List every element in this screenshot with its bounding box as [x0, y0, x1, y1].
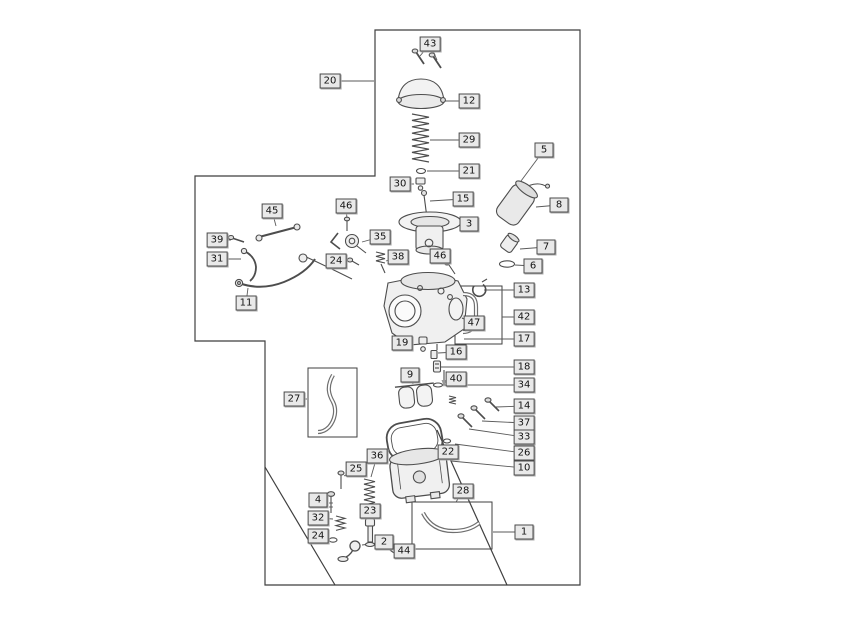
- leader-line-10: [450, 460, 525, 469]
- leader-line-14: [495, 405, 525, 408]
- leader-line-16: [437, 351, 457, 354]
- leader-line-43: [419, 43, 431, 57]
- part-mount-screw-46a: [343, 216, 351, 231]
- part-jet-23: [364, 518, 376, 548]
- leader-line-8: [535, 204, 560, 208]
- part-hose-42: [462, 291, 479, 335]
- leader-line-37: [481, 420, 525, 424]
- part-drain-fitting-2: [337, 540, 361, 562]
- leader-line-15: [429, 198, 464, 202]
- leader-line-32: [317, 517, 334, 520]
- hose-box-27: [307, 367, 358, 438]
- part-jet-16: [430, 349, 438, 360]
- part-screw-44: [381, 544, 398, 556]
- part-hose-27: [317, 373, 338, 435]
- leader-line-7: [519, 246, 547, 250]
- part-float-needle-40: [441, 370, 447, 387]
- part-spring-36: [363, 478, 376, 506]
- leader-line-35: [361, 236, 381, 243]
- frame-outline: [194, 29, 581, 586]
- parts-artwork: [227, 48, 551, 562]
- leader-line-24: [317, 535, 331, 540]
- leader-line-36: [370, 455, 378, 478]
- part-auto-choke: [495, 180, 551, 226]
- leader-line-40: [445, 378, 457, 381]
- leader-line-11: [245, 287, 249, 304]
- part-mount-screw-46b: [443, 260, 456, 275]
- hose-box-28: [411, 501, 493, 550]
- part-washer-34: [432, 382, 444, 388]
- leader-line-6: [514, 264, 534, 267]
- leader-line-38: [385, 256, 399, 262]
- part-screw-25: [337, 470, 345, 489]
- part-needle-clip: [415, 167, 427, 175]
- part-drain-screw-4: [326, 491, 336, 513]
- part-washer-24b: [328, 537, 338, 543]
- leader-line-9: [409, 374, 414, 385]
- part-hose-28: [421, 511, 481, 534]
- part-clamp-13: [471, 278, 488, 298]
- part-spring-32: [333, 515, 348, 531]
- part-bowl-screws: [442, 395, 500, 444]
- part-idle-screw: [375, 251, 386, 274]
- part-needle-seat: [415, 177, 426, 191]
- frame-divider-left: [264, 466, 336, 586]
- leader-line-25: [343, 468, 357, 477]
- part-float-bowl: [389, 447, 451, 504]
- part-cable-bracket: [329, 232, 367, 254]
- part-cover-screws: [411, 48, 442, 69]
- part-choke-sleeve: [500, 232, 520, 253]
- leader-line-33: [468, 428, 525, 438]
- part-choke-oring: [498, 260, 516, 268]
- frame-divider-right: [436, 429, 508, 586]
- part-main-jet-18: [432, 360, 442, 373]
- part-needle-jet-19: [418, 336, 428, 352]
- leader-line-28: [455, 490, 464, 503]
- part-slide-spring: [411, 113, 430, 163]
- leader-line-26: [454, 443, 525, 454]
- part-throttle-linkage: [227, 223, 353, 288]
- part-float-9: [394, 382, 434, 409]
- part-vacuum-piston: [398, 211, 462, 255]
- part-top-cover: [396, 78, 446, 110]
- leader-line-5: [520, 149, 545, 182]
- part-bracket-screw-24: [346, 257, 360, 266]
- part-carburetor-body: [383, 271, 472, 351]
- leader-line-45: [271, 210, 277, 227]
